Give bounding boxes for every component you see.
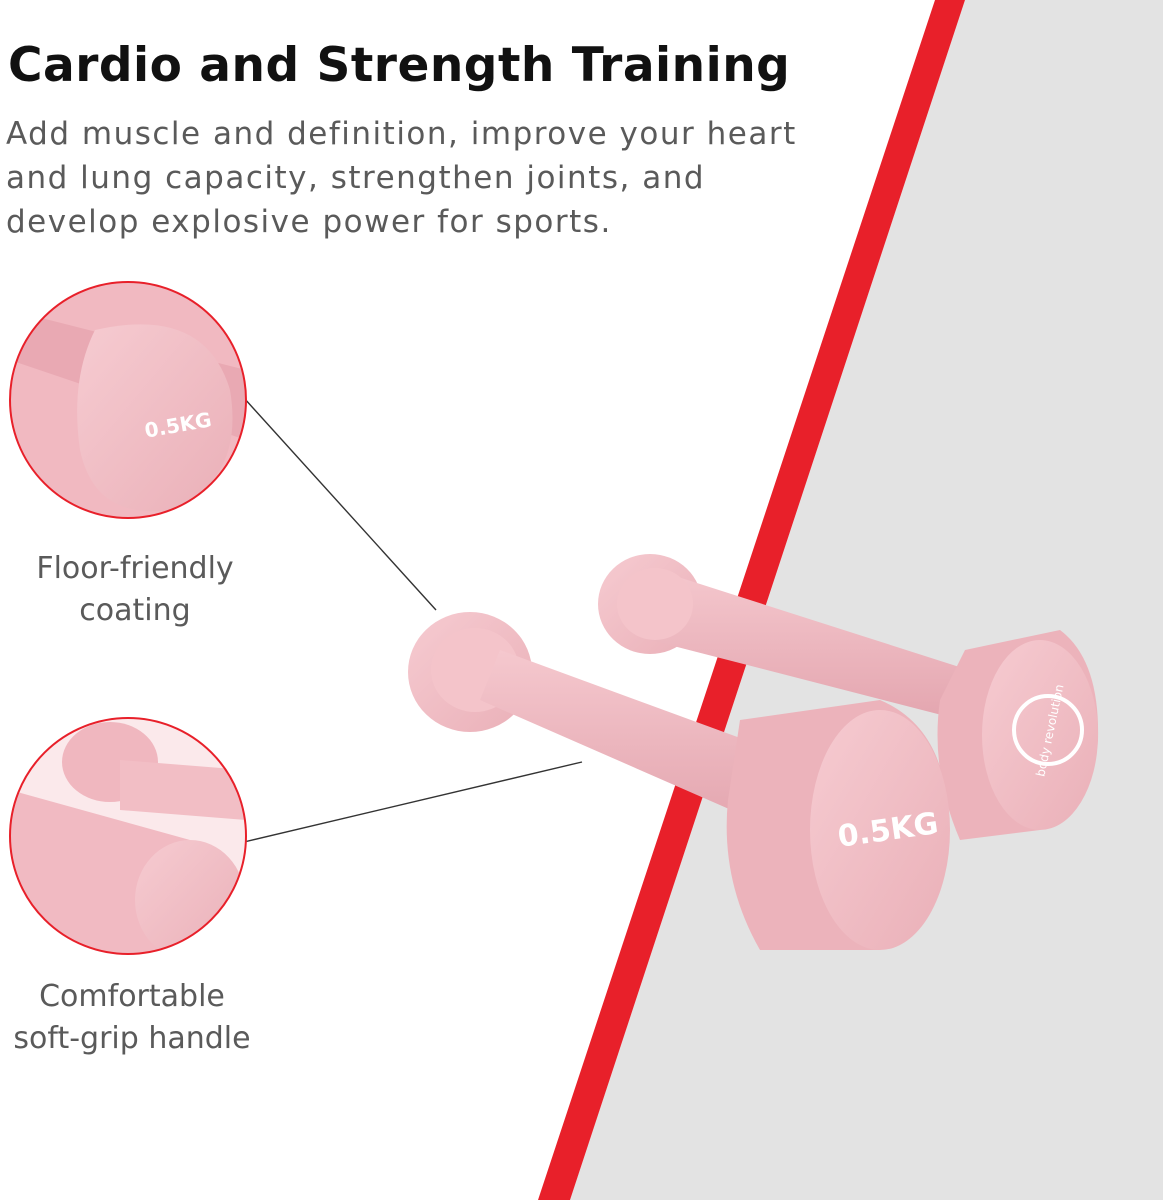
dumbbell-back: body revolution bbox=[598, 554, 1099, 840]
callout-soft-grip-line1: Comfortable bbox=[39, 979, 225, 1014]
callout-circle-coating: 0.5KG bbox=[9, 281, 247, 519]
brand-logo bbox=[1012, 694, 1084, 766]
callout-floor-friendly-line1: Floor-friendly bbox=[36, 551, 234, 586]
page-title: Cardio and Strength Training bbox=[8, 38, 791, 93]
callout-floor-friendly: Floor-friendly coating bbox=[10, 548, 260, 632]
callout-soft-grip: Comfortable soft-grip handle bbox=[0, 976, 264, 1060]
callout-circle-handle bbox=[9, 717, 247, 955]
page-subtitle: Add muscle and definition, improve your … bbox=[6, 116, 797, 240]
connector-line-handle bbox=[243, 761, 583, 843]
connector-line-coating bbox=[243, 397, 437, 611]
dumbbell-front: 0.5KG bbox=[408, 612, 950, 950]
callout-soft-grip-line2: soft-grip handle bbox=[13, 1021, 251, 1056]
callout-floor-friendly-line2: coating bbox=[79, 593, 191, 628]
red-diagonal-band bbox=[538, 0, 965, 1200]
gray-floor-panel bbox=[570, 0, 1163, 1200]
